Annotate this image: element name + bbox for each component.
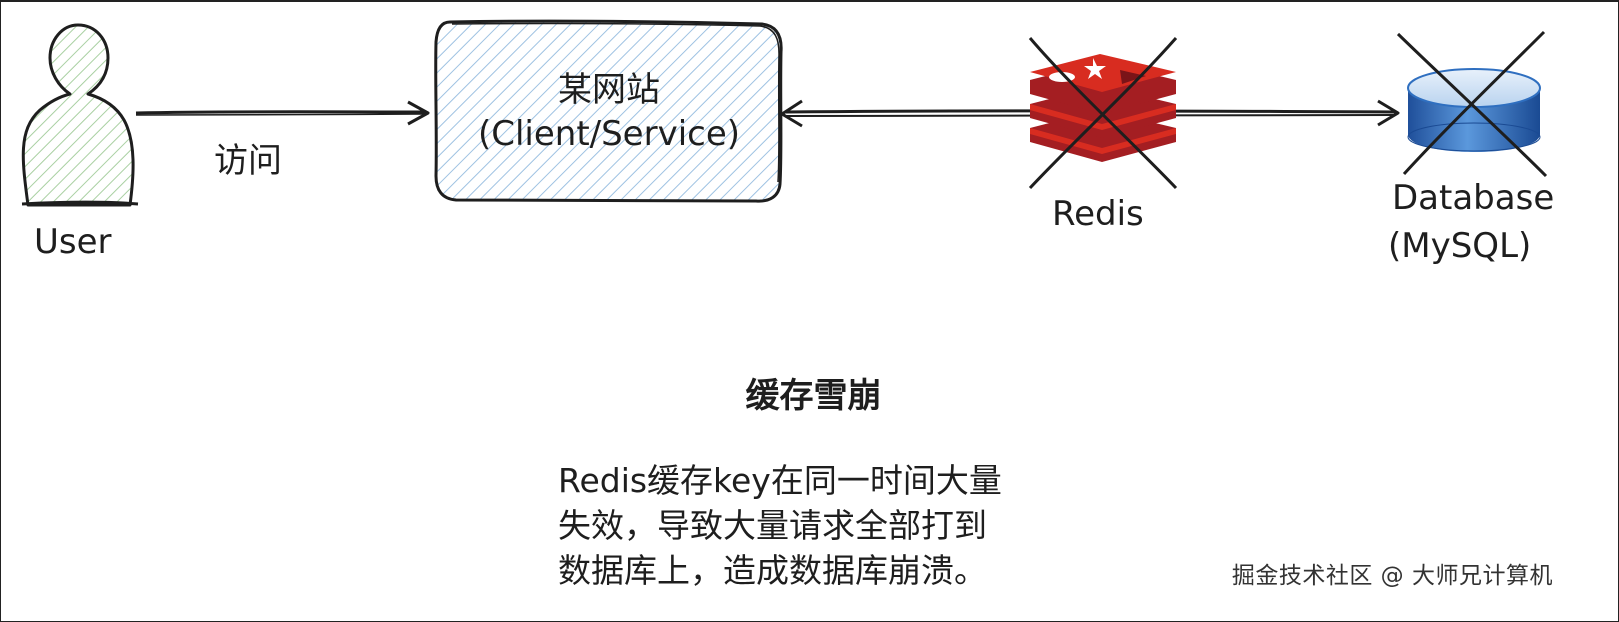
description: Redis缓存key在同一时间大量 失效，导致大量请求全部打到 数据库上，造成数…: [558, 458, 1078, 593]
description-line: 失效，导致大量请求全部打到: [558, 506, 987, 545]
database-sublabel: (MySQL): [1388, 226, 1532, 266]
website-node: [434, 19, 783, 203]
user-label: User: [34, 222, 112, 262]
redis-icon: [1030, 54, 1176, 162]
arrow-user-to-site: [135, 100, 430, 126]
diagram-heading: 缓存雪崩: [745, 376, 882, 416]
database-label: Database: [1392, 178, 1555, 218]
watermark: 掘金技术社区 @ 大师兄计算机: [1231, 563, 1553, 589]
website-subtitle: (Client/Service): [477, 114, 741, 154]
database-icon: [1407, 68, 1541, 152]
redis-label: Redis: [1052, 194, 1144, 234]
website-title: 某网站: [558, 70, 660, 110]
edge-label-visit: 访问: [214, 141, 282, 181]
user-icon: [21, 23, 139, 207]
description-line: 数据库上，造成数据库崩溃。: [558, 551, 987, 590]
description-line: Redis缓存key在同一时间大量: [558, 461, 1002, 500]
database-cross-icon: [1396, 30, 1548, 178]
redis-cross-icon: [1028, 37, 1178, 190]
